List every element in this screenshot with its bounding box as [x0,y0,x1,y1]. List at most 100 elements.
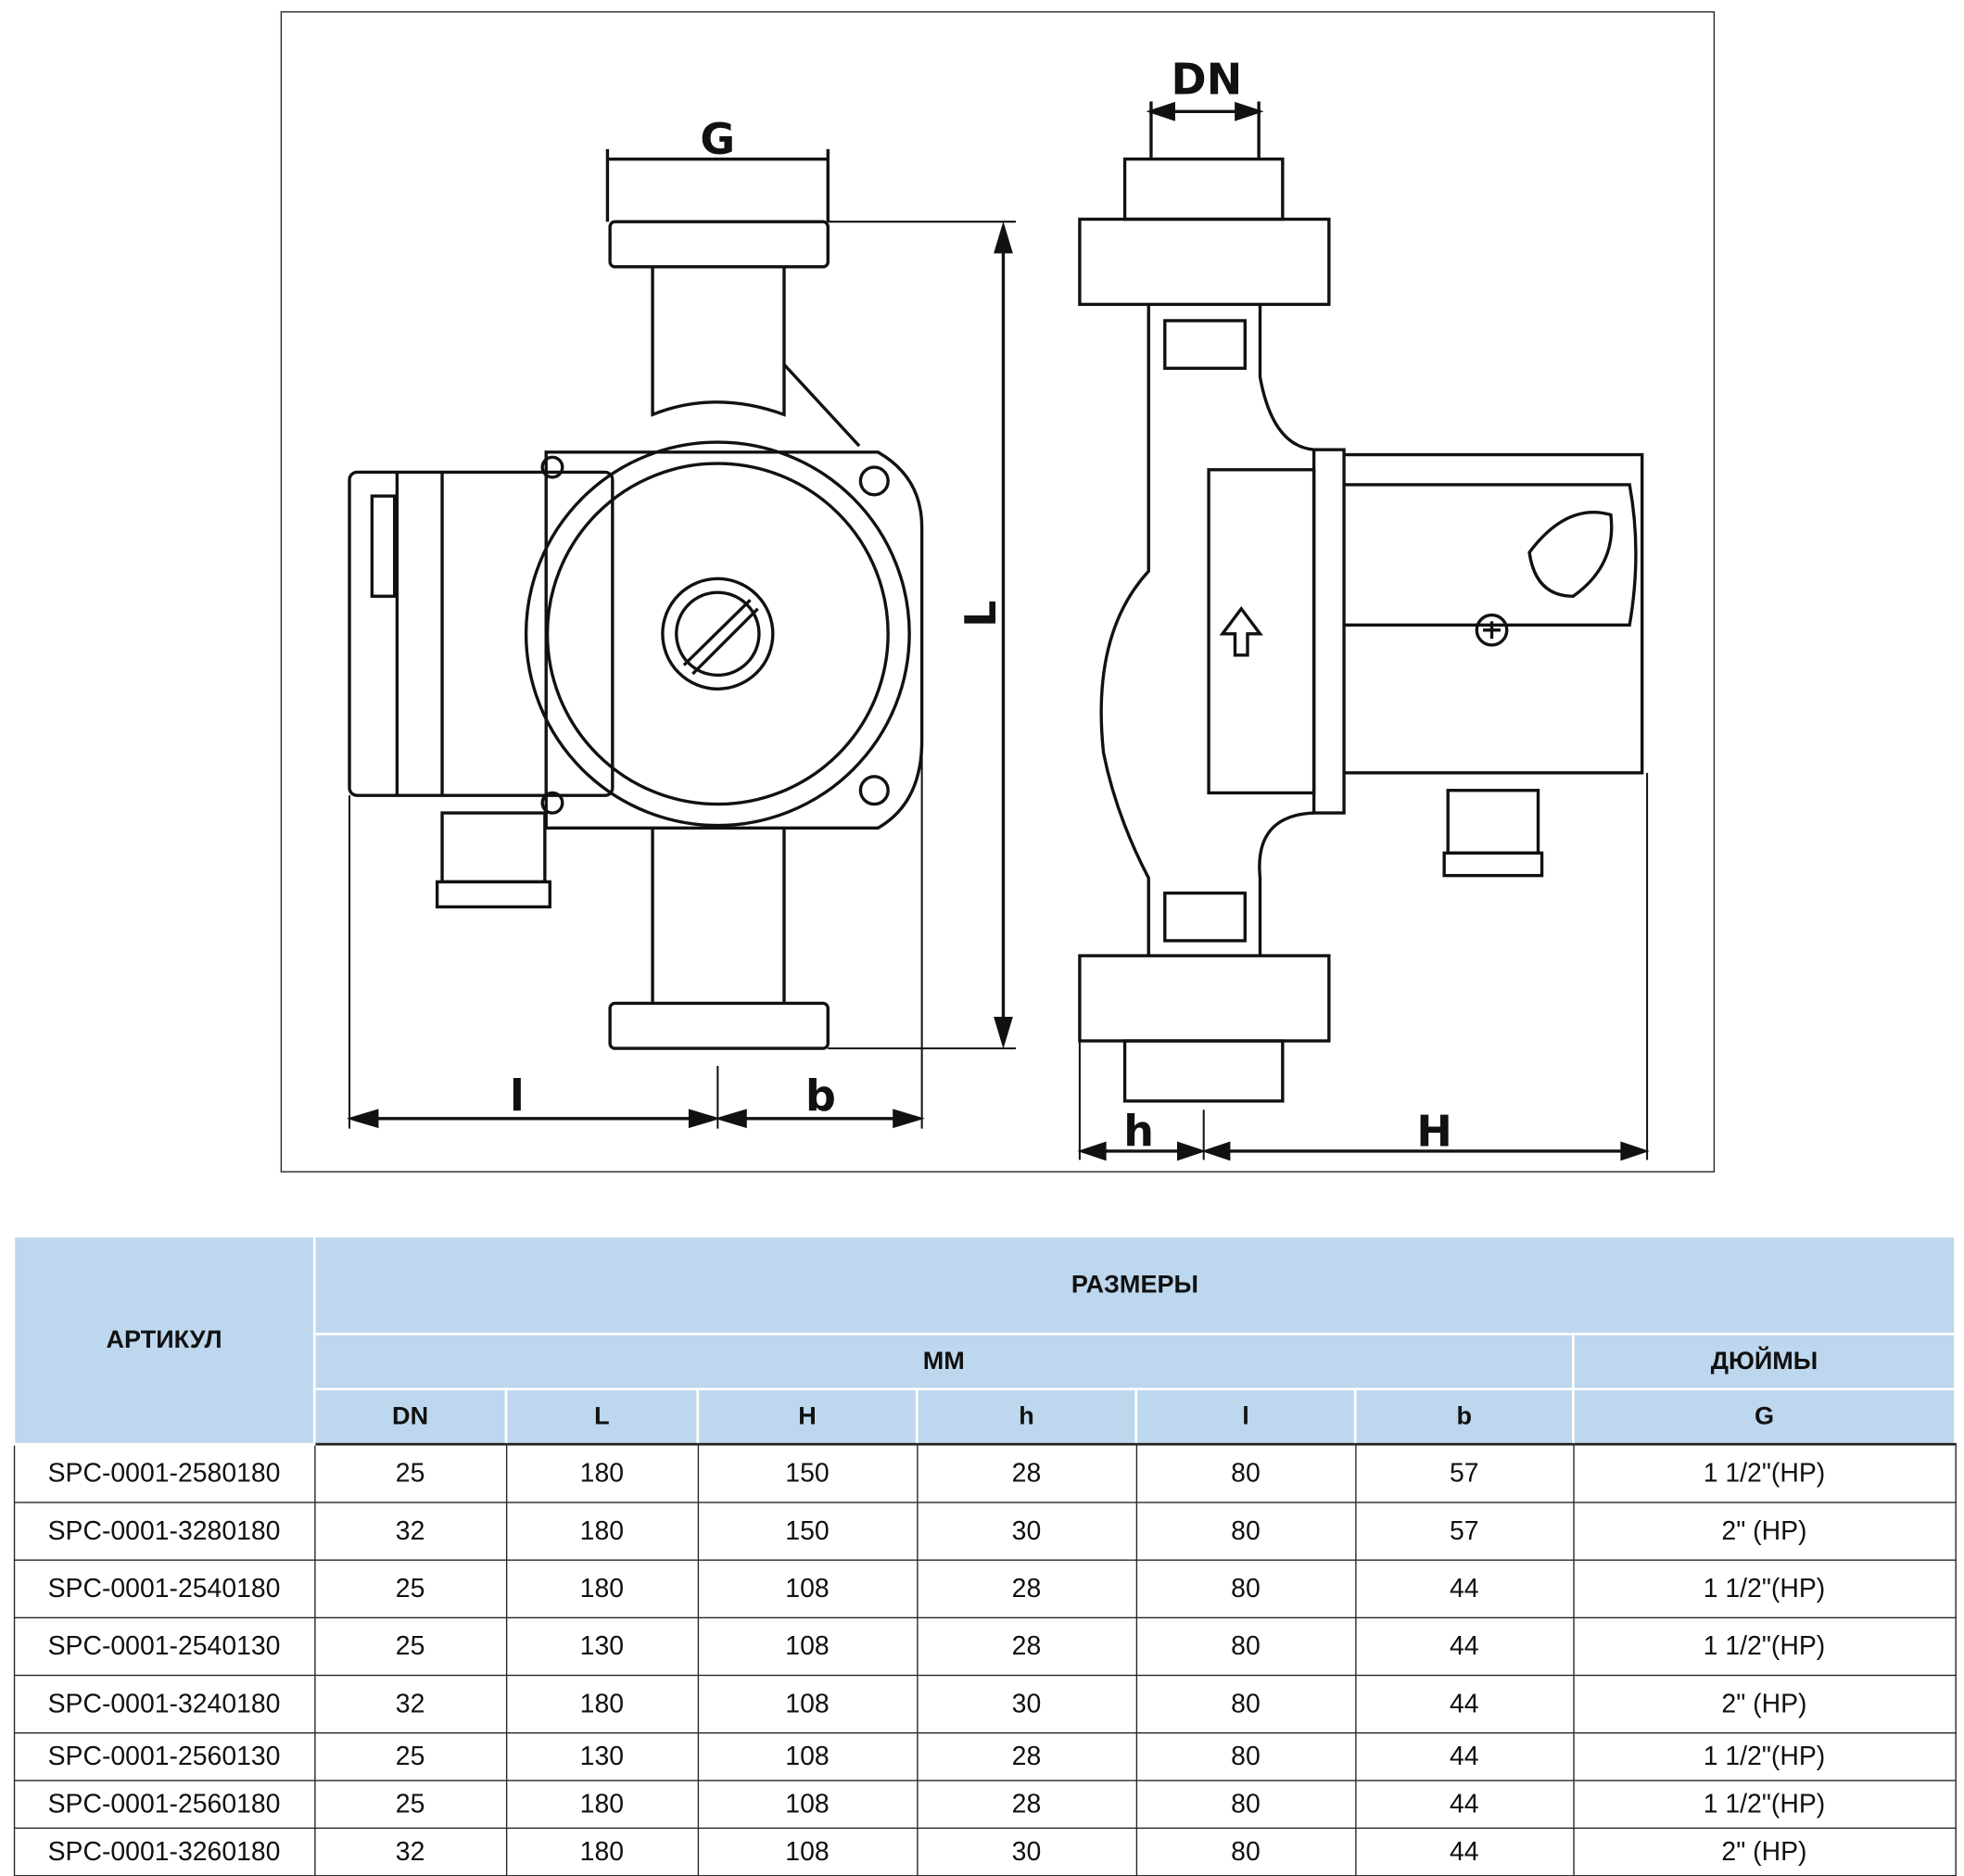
value-cell: 180 [505,1559,699,1619]
motor-cover [524,440,911,828]
value-cell: 44 [1354,1674,1575,1734]
article-cell: SPC-0001-2560180 [13,1780,315,1830]
value-cell: 180 [505,1502,699,1561]
value-cell: 80 [1135,1827,1356,1876]
value-cell: 1 1/2"(HP) [1572,1780,1957,1830]
value-cell: 44 [1354,1616,1575,1677]
dim-label-h-upper: H [1416,1107,1452,1158]
value-cell: 28 [916,1616,1137,1677]
top-pipe [651,266,786,417]
cable-gland [440,811,547,884]
value-cell: 32 [313,1502,507,1561]
dim-label-b: b [805,1071,836,1122]
value-cell: 28 [916,1780,1137,1830]
article-cell: SPC-0001-2580180 [13,1443,315,1503]
value-cell: 44 [1354,1780,1575,1830]
value-cell: 80 [1135,1616,1356,1677]
value-cell: 30 [916,1502,1137,1561]
value-cell: 130 [505,1731,699,1781]
value-cell: 130 [505,1616,699,1677]
pump-drawing [346,101,1650,1161]
value-cell: 25 [313,1443,507,1503]
bottom-flange [608,1001,830,1050]
bottom-pipe [651,828,786,1004]
side-bottom-union [1078,954,1331,1043]
value-cell: 180 [505,1827,699,1876]
article-cell: SPC-0001-2560130 [13,1731,315,1781]
value-cell: 32 [313,1674,507,1734]
value-cell: 80 [1135,1674,1356,1734]
dim-label-l-upper: L [957,600,1007,627]
value-cell: 180 [505,1443,699,1503]
value-cell: 57 [1354,1502,1575,1561]
value-cell: 108 [697,1559,918,1619]
value-cell: 108 [697,1616,918,1677]
value-cell: 108 [697,1731,918,1781]
header-article: АРТИКУЛ [12,1235,316,1446]
value-cell: 2" (HP) [1572,1827,1957,1876]
value-cell: 108 [697,1780,918,1830]
column-header-l: L [504,1388,700,1446]
article-cell: SPC-0001-3280180 [13,1502,315,1561]
value-cell: 1 1/2"(HP) [1572,1559,1957,1619]
column-header-g: G [1572,1388,1957,1446]
pump-dimension-drawing: G DN L l b h H [280,11,1716,1172]
header-inches: ДЮЙМЫ [1572,1332,1957,1391]
side-motor [1344,452,1644,775]
value-cell: 80 [1135,1780,1356,1830]
header-sizes: РАЗМЕРЫ [312,1235,1957,1336]
value-cell: 44 [1354,1731,1575,1781]
article-cell: SPC-0001-2540130 [13,1616,315,1677]
value-cell: 108 [697,1827,918,1876]
dim-label-dn: DN [1171,55,1243,106]
dim-label-g: G [700,115,736,166]
column-header-l: l [1134,1388,1357,1446]
value-cell: 108 [697,1674,918,1734]
column-header-b: b [1353,1388,1575,1446]
vent-screw [661,577,775,691]
value-cell: 1 1/2"(HP) [1572,1443,1957,1503]
value-cell: 80 [1135,1731,1356,1781]
value-cell: 25 [313,1731,507,1781]
column-header-h: H [696,1388,919,1446]
value-cell: 1 1/2"(HP) [1572,1616,1957,1677]
value-cell: 28 [916,1443,1137,1503]
dim-label-h-lower: h [1123,1107,1154,1158]
value-cell: 25 [313,1780,507,1830]
value-cell: 28 [916,1731,1137,1781]
header-mm: ММ [312,1332,1575,1391]
value-cell: 80 [1135,1559,1356,1619]
value-cell: 44 [1354,1559,1575,1619]
value-cell: 25 [313,1616,507,1677]
value-cell: 30 [916,1827,1137,1876]
value-cell: 80 [1135,1443,1356,1503]
article-cell: SPC-0001-3260180 [13,1827,315,1876]
value-cell: 2" (HP) [1572,1502,1957,1561]
column-header-h: h [915,1388,1138,1446]
value-cell: 28 [916,1559,1137,1619]
value-cell: 2" (HP) [1572,1674,1957,1734]
column-header-dn: DN [312,1388,508,1446]
value-cell: 180 [505,1780,699,1830]
value-cell: 150 [697,1502,918,1561]
dim-label-l-lower: l [510,1071,525,1122]
value-cell: 44 [1354,1827,1575,1876]
flow-arrow-icon [1219,605,1263,657]
value-cell: 57 [1354,1443,1575,1503]
value-cell: 30 [916,1674,1137,1734]
value-cell: 32 [313,1827,507,1876]
value-cell: 150 [697,1443,918,1503]
value-cell: 1 1/2"(HP) [1572,1731,1957,1781]
value-cell: 80 [1135,1502,1356,1561]
article-cell: SPC-0001-3240180 [13,1674,315,1734]
top-flange [608,220,830,269]
value-cell: 180 [505,1674,699,1734]
